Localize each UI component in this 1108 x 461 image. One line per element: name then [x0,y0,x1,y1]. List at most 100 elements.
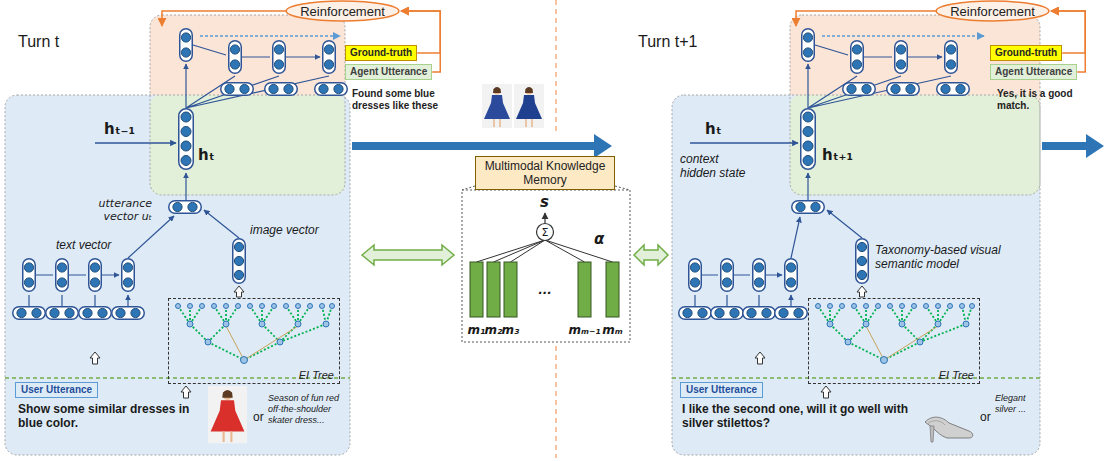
turn-t-panel [23,259,36,292]
memory-drawing [504,262,517,317]
turn-t-panel [5,95,350,455]
node-text: User Utterance [21,384,92,396]
node-text: Agent Utterance [995,66,1072,78]
turn-t-panel [176,304,335,364]
model-label: Taxonomy-based visual semantic model [875,243,1015,272]
turn-t-plus-1-panel [801,109,816,170]
vector-label: utterance vector uₜ [84,197,152,223]
turn-t-panel [13,307,46,320]
sum-symbol: Σ [542,227,549,238]
memory-drawing [470,262,483,317]
node-text: EI Tree [299,369,334,381]
node-text: Reinforcement [300,4,385,19]
turn-t-panel [180,29,348,108]
hidden-state-symbol: hₜ₋₁ [104,120,135,138]
user-utterance-text: I like the second one, will it go well w… [682,402,914,431]
turn-t-panel [179,109,194,170]
turn-t-panel [90,352,100,364]
turn-t-plus-1-panel [816,304,975,364]
turn-t-panel [29,295,128,306]
memory-drawing [462,0,630,458]
memory-output-symbol: s [540,193,549,211]
memory-drawing [606,262,619,317]
turn-t-panel [36,274,119,275]
product-description: Season of fun red off-the-shoulder skate… [268,393,348,425]
turn-t-panel [162,11,286,26]
memory-drawing [487,262,500,317]
ground-truth-box: Ground-truth [990,45,1062,61]
turn-t-plus-1-panel [743,307,776,320]
node-text: Ground-truth [350,47,412,59]
memory-drawing [470,262,619,317]
turn-t-panel [5,377,350,379]
turn-t-plus-1-panel [711,307,744,320]
turn-t-panel [208,386,247,443]
turn-t-panel [112,307,145,320]
turn-label: Turn t+1 [638,32,697,51]
vector-label: context hidden state [680,152,754,181]
turn-t-plus-1-panel [753,259,766,292]
memory-box: Multimodal Knowledge Memory [475,156,615,190]
agent-utterance-box: Agent Utterance [345,64,432,80]
turn-t-panel [234,286,244,297]
turn-t-plus-1-panel [791,217,800,258]
memory-drawing [537,224,554,241]
memory-drawing [578,262,591,317]
turn-t-panel [169,201,202,214]
memory-slot-label: mₘ [602,323,622,337]
vector-label: image vector [250,223,319,237]
turn-t-panel [79,307,112,320]
user-utterance-box: User Utterance [15,382,98,398]
user-utterance-text: Show some similar dresses in blue color. [18,402,198,431]
hidden-state-symbol: hₜ [198,146,215,164]
turn-t-panel [362,245,454,265]
turn-t-plus-1-panel [721,259,734,292]
turn-t-plus-1-panel [775,307,808,320]
stiletto-figure [930,426,934,442]
attention-symbol: α [594,230,604,248]
user-utterance-box: User Utterance [680,382,763,398]
turn-t-panel [56,259,69,292]
memory-slot-label: m₃ [502,323,520,337]
memory-slot-label: mₘ₋₁ [568,323,600,337]
hidden-state-symbol: hₜ [705,120,722,138]
agent-utterance-text: Yes, it is a good match. [997,88,1092,112]
turn-t-plus-1-panel [702,274,782,275]
turn-t-plus-1-panel [857,286,867,297]
feedback-connector [1051,11,1085,72]
turn-t-plus-1-panel [802,29,970,108]
memory-drawing [462,190,630,342]
memory-slot-label: m₁ [468,323,486,337]
memory-drawing [477,240,613,262]
turn-t-plus-1-panel [1042,134,1104,158]
node-text: EI Tree [939,369,974,381]
reinforcement-ellipse: Reinforcement [935,0,1050,22]
turn-t-panel [200,35,340,36]
or-label: or [253,410,264,424]
turn-t-plus-1-panel [672,377,1040,379]
turn-t-plus-1-panel [827,210,862,238]
turn-t-plus-1-panel [785,259,798,292]
turn-t-plus-1-panel [690,142,798,143]
turn-t-plus-1-panel [792,201,825,214]
memory-slot-label: m₂ [485,323,503,337]
agent-utterance-text: Found some blue dresses like these [352,88,474,112]
turn-label: Turn t [18,32,59,51]
turn-t-panel [204,210,239,238]
ellipse-outline [286,1,399,21]
turn-t-plus-1-panel [755,352,765,364]
stiletto-figure [927,421,945,425]
ei-tree-box: EI Tree [168,298,340,384]
memory-drawing [555,0,557,458]
turn-t-plus-1-panel [796,11,936,26]
hidden-state-symbol: hₜ₊₁ [822,146,853,164]
node-text: Ground-truth [995,47,1057,59]
agent-utterance-box: Agent Utterance [990,64,1077,80]
feedback-connector [401,11,440,72]
turn-t-plus-1-panel [822,35,984,36]
product-description: Elegant silver ... [995,393,1043,415]
turn-t-plus-1-panel [672,95,1040,455]
